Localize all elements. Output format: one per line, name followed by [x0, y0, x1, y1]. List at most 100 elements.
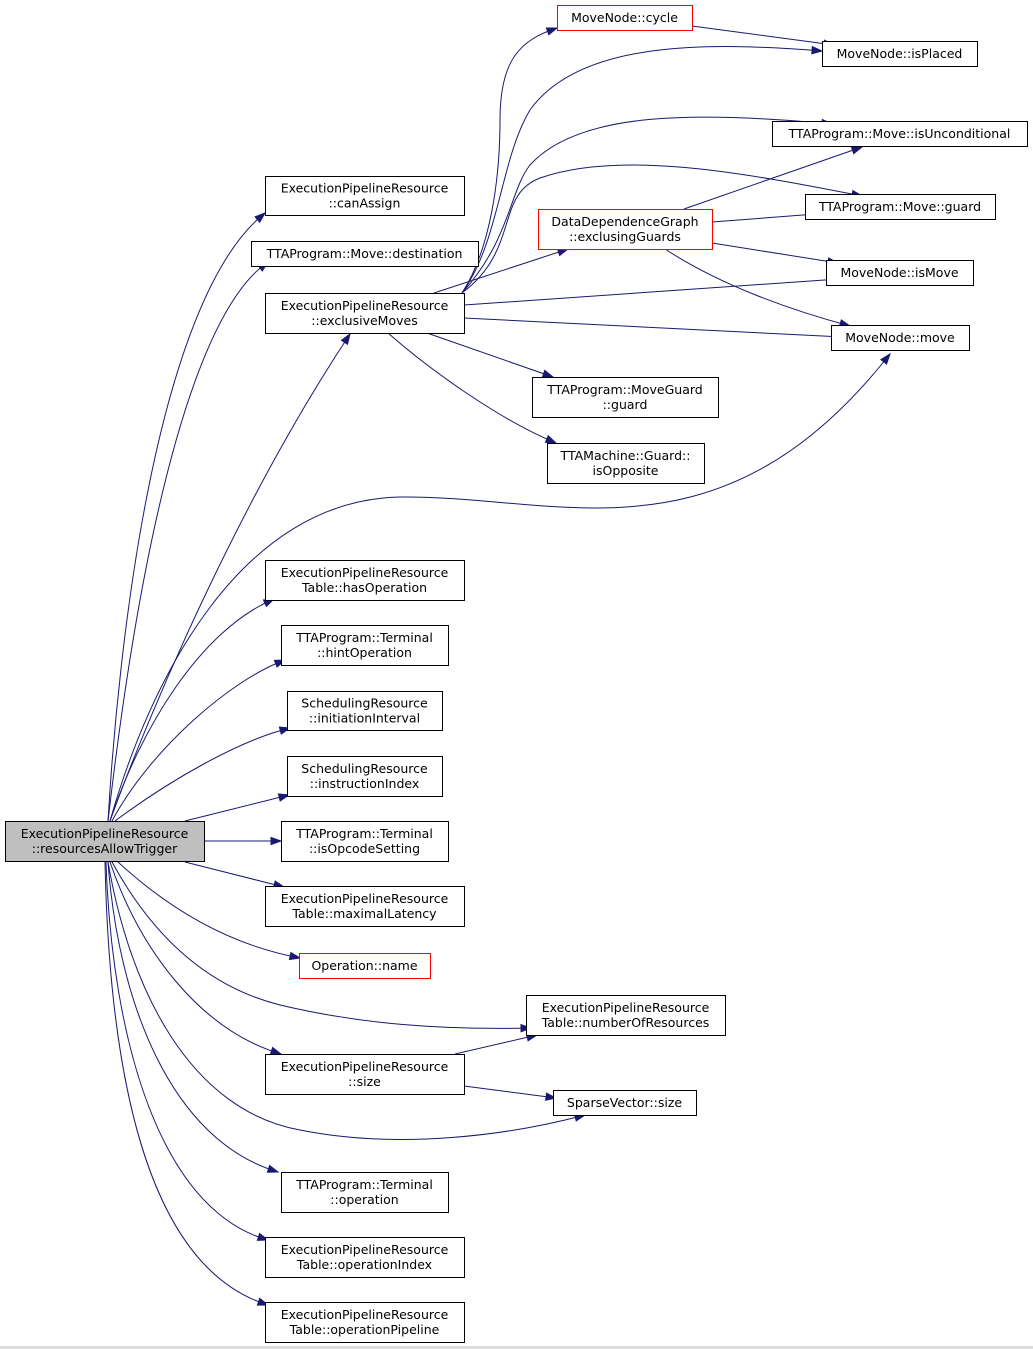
edge-exclusing-guards-to-move-guard — [711, 210, 818, 223]
node-maximal-latency[interactable]: ExecutionPipelineResourceTable::maximalL… — [265, 886, 465, 927]
node-is-opposite[interactable]: TTAMachine::Guard::isOpposite — [547, 443, 705, 484]
node-destination[interactable]: TTAProgram::Move::destination — [251, 241, 479, 267]
node-operation-index[interactable]: ExecutionPipelineResourceTable::operatio… — [265, 1237, 465, 1278]
node-label: ExecutionPipelineResource — [281, 1307, 449, 1322]
edge-root-to-destination — [107, 261, 270, 822]
node-is-opcode-setting[interactable]: TTAProgram::Terminal::isOpcodeSetting — [281, 821, 449, 862]
node-label: ::initiationInterval — [309, 711, 420, 726]
arrowhead — [254, 212, 267, 224]
node-label: MoveNode::isMove — [840, 265, 958, 280]
node-term-operation[interactable]: TTAProgram::Terminal::operation — [281, 1172, 449, 1213]
node-box — [281, 1172, 449, 1213]
node-op-name[interactable]: Operation::name — [299, 953, 431, 979]
node-label: TTAProgram::Terminal — [295, 826, 433, 841]
node-label: MoveNode::cycle — [571, 10, 678, 25]
arrowhead — [850, 146, 864, 155]
node-label: ExecutionPipelineResource — [281, 1059, 449, 1074]
node-label: TTAProgram::Move::guard — [818, 199, 981, 214]
node-has-operation[interactable]: ExecutionPipelineResourceTable::hasOpera… — [265, 560, 465, 601]
node-box — [265, 886, 465, 927]
edge-epr-size-to-number-of-resources — [454, 1033, 539, 1055]
arrowhead — [288, 951, 302, 961]
node-box — [281, 625, 449, 666]
edge-root-to-can-assign — [107, 212, 267, 822]
edge-cycle-to-is-placed — [691, 25, 836, 48]
node-can-assign[interactable]: ExecutionPipelineResource::canAssign — [265, 176, 465, 216]
node-label: ::exclusingGuards — [569, 229, 681, 244]
arrowhead — [266, 1164, 280, 1173]
edge-root-to-term-operation — [107, 861, 280, 1173]
arrowhead — [541, 369, 555, 378]
node-label: ::instructionIndex — [310, 776, 420, 791]
edge-root-to-operation-index — [105, 861, 270, 1241]
node-label: ExecutionPipelineResource — [281, 565, 449, 580]
edge-root-to-mn-move — [109, 352, 891, 822]
edge-exclusive-moves-to-mn-move — [463, 317, 845, 341]
edge-root-to-operation-pipeline — [104, 861, 270, 1306]
node-label: TTAMachine::Guard:: — [560, 448, 691, 463]
node-label: SchedulingResource — [301, 696, 428, 711]
node-label: ::isOpcodeSetting — [309, 841, 420, 856]
node-epr-size[interactable]: ExecutionPipelineResource::size — [265, 1054, 465, 1095]
edge-root-to-maximal-latency — [184, 861, 286, 889]
node-label: Table::operationIndex — [296, 1257, 432, 1272]
node-label: ::canAssign — [329, 196, 401, 211]
edge-exclusive-moves-to-cycle — [461, 27, 559, 294]
node-instruction-index[interactable]: SchedulingResource::instructionIndex — [287, 756, 443, 797]
node-label: ::exclusiveMoves — [311, 313, 417, 328]
node-box — [287, 691, 443, 731]
node-box — [265, 1237, 465, 1278]
node-box — [265, 293, 465, 334]
arrowhead — [269, 1046, 283, 1055]
node-exclusive-moves[interactable]: ExecutionPipelineResource::exclusiveMove… — [265, 293, 465, 334]
arrowhead — [544, 434, 558, 444]
node-move-guard[interactable]: TTAProgram::Move::guard — [805, 194, 996, 220]
node-label: ::hintOperation — [317, 645, 412, 660]
edge-exclusive-moves-to-is-opposite — [387, 332, 558, 444]
node-box — [281, 821, 449, 862]
node-label: TTAProgram::Move::isUnconditional — [788, 126, 1011, 141]
edge-exclusing-guards-to-is-move — [711, 242, 840, 266]
node-label: MoveNode::isPlaced — [837, 46, 963, 61]
edge-exclusive-moves-to-is-placed — [461, 45, 824, 294]
arrowhead — [545, 27, 559, 36]
node-box — [251, 241, 479, 267]
node-cycle[interactable]: MoveNode::cycle — [557, 5, 693, 31]
nodes-layer: ExecutionPipelineResource::resourcesAllo… — [5, 5, 1028, 1343]
node-is-unconditional[interactable]: TTAProgram::Move::isUnconditional — [772, 121, 1028, 147]
node-box — [265, 1302, 465, 1343]
node-operation-pipeline[interactable]: ExecutionPipelineResourceTable::operatio… — [265, 1302, 465, 1343]
node-box — [299, 953, 431, 979]
node-sv-size[interactable]: SparseVector::size — [553, 1090, 697, 1116]
edge-root-to-op-name — [117, 861, 302, 961]
arrowhead — [340, 332, 351, 346]
node-label: TTAProgram::Terminal — [295, 630, 433, 645]
node-box — [772, 121, 1028, 147]
edge-epr-size-to-sv-size — [463, 1085, 558, 1101]
node-root[interactable]: ExecutionPipelineResource::resourcesAllo… — [5, 821, 205, 862]
node-label: ExecutionPipelineResource — [281, 181, 449, 196]
node-label: Table::operationPipeline — [289, 1322, 440, 1337]
node-label: ExecutionPipelineResource — [21, 826, 189, 841]
node-box — [265, 1054, 465, 1095]
node-label: ::resourcesAllowTrigger — [32, 841, 178, 856]
node-label: MoveNode::move — [845, 330, 955, 345]
node-box — [5, 821, 205, 862]
node-initiation-interval[interactable]: SchedulingResource::initiationInterval — [287, 691, 443, 731]
node-mg-guard[interactable]: TTAProgram::MoveGuard::guard — [532, 377, 719, 418]
bottom-rule — [0, 1346, 1033, 1349]
node-box — [553, 1090, 697, 1116]
node-number-of-resources[interactable]: ExecutionPipelineResourceTable::numberOf… — [526, 995, 726, 1036]
node-is-placed[interactable]: MoveNode::isPlaced — [822, 41, 978, 67]
edge-root-to-is-opcode-setting — [204, 836, 283, 846]
node-label: ::size — [348, 1074, 381, 1089]
node-is-move[interactable]: MoveNode::isMove — [826, 260, 974, 286]
node-box — [287, 756, 443, 797]
node-label: Table::numberOfResources — [541, 1015, 710, 1030]
edge-exclusive-moves-to-is-move — [463, 275, 841, 306]
node-hint-operation[interactable]: TTAProgram::Terminal::hintOperation — [281, 625, 449, 666]
node-exclusing-guards[interactable]: DataDependenceGraph::exclusingGuards — [538, 209, 713, 250]
node-label: ::operation — [330, 1192, 398, 1207]
node-mn-move[interactable]: MoveNode::move — [831, 325, 970, 351]
